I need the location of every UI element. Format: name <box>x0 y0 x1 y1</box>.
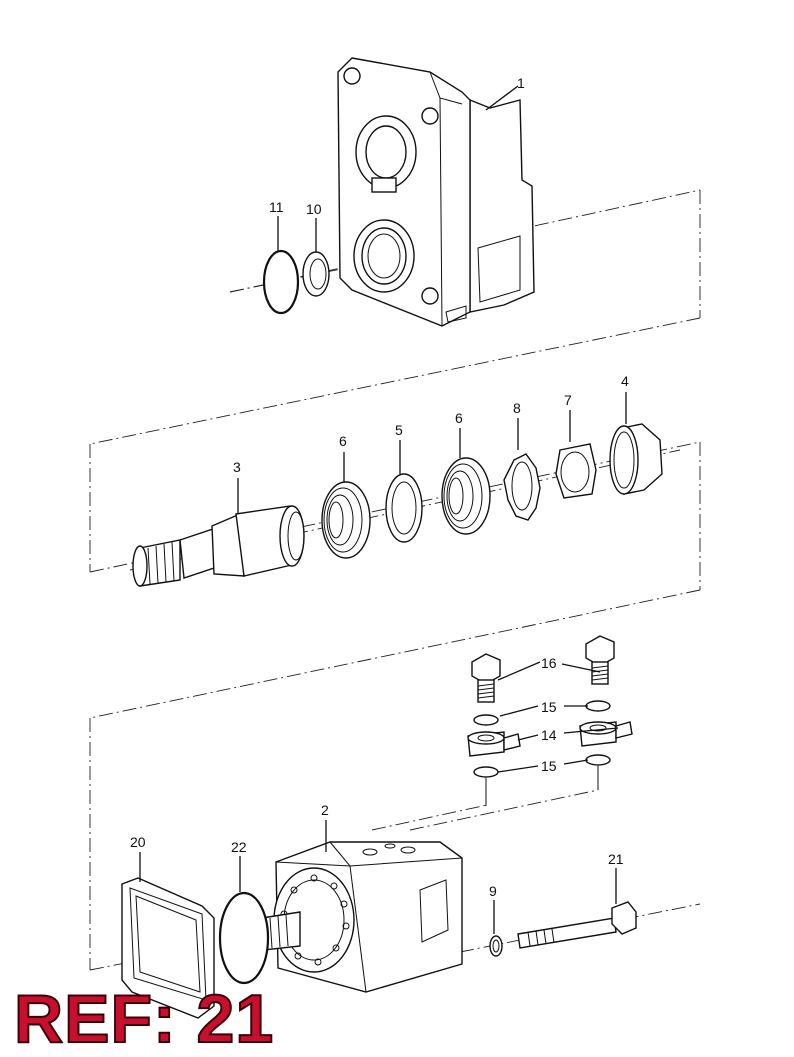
part-2-motor-body <box>255 841 463 993</box>
part-1-port-housing <box>337 57 535 327</box>
part-21-hex-bolt <box>517 901 637 949</box>
part-16-banjo-bolt-left <box>471 653 501 703</box>
part-6-bearing-left <box>321 481 371 559</box>
part-11-o-ring <box>262 249 300 315</box>
leader-lines <box>139 85 627 934</box>
callout-20: 20 <box>130 834 146 850</box>
callout-4: 4 <box>621 373 629 389</box>
part-14-banjo-fitting-left <box>467 731 521 757</box>
part-15-washer-upper-left <box>473 714 499 726</box>
part-4-sleeve <box>609 423 663 495</box>
part-22-o-ring <box>218 891 270 985</box>
axis-line-ports-right <box>409 789 599 831</box>
callout-2: 2 <box>321 802 329 818</box>
part-15-washer-lower-right <box>585 754 611 766</box>
callout-14: 14 <box>541 727 557 743</box>
part-6-bearing-right <box>441 457 491 535</box>
part-3-splined-shaft <box>132 505 305 587</box>
part-15-washer-lower-left <box>473 766 499 778</box>
axis-line-ports-left <box>371 804 488 831</box>
callout-22: 22 <box>231 839 247 855</box>
callout-3: 3 <box>233 459 241 475</box>
callout-15-lower: 15 <box>541 758 557 774</box>
reference-stamp: REF: 21 <box>13 981 275 1057</box>
part-20-gasket <box>121 877 215 1019</box>
part-16-banjo-bolt-right <box>585 635 615 685</box>
callout-16: 16 <box>541 655 557 671</box>
callout-15-upper: 15 <box>541 699 557 715</box>
callout-1: 1 <box>517 75 525 91</box>
part-10-seal-ring <box>302 251 330 297</box>
callout-5: 5 <box>395 422 403 438</box>
part-9-washer <box>489 935 503 957</box>
callout-10: 10 <box>306 201 322 217</box>
part-14-banjo-fitting-right <box>579 721 633 747</box>
callout-8: 8 <box>513 400 521 416</box>
callout-9: 9 <box>489 883 497 899</box>
part-5-thrust-ring <box>385 473 423 543</box>
callout-11: 11 <box>269 199 284 215</box>
callout-21: 21 <box>608 851 624 867</box>
part-8-lock-washer <box>503 453 541 521</box>
part-7-lock-nut <box>555 443 597 499</box>
callout-7: 7 <box>564 392 572 408</box>
callout-6-right: 6 <box>455 410 463 426</box>
callout-6-left: 6 <box>339 433 347 449</box>
part-15-washer-upper-right <box>585 700 611 712</box>
